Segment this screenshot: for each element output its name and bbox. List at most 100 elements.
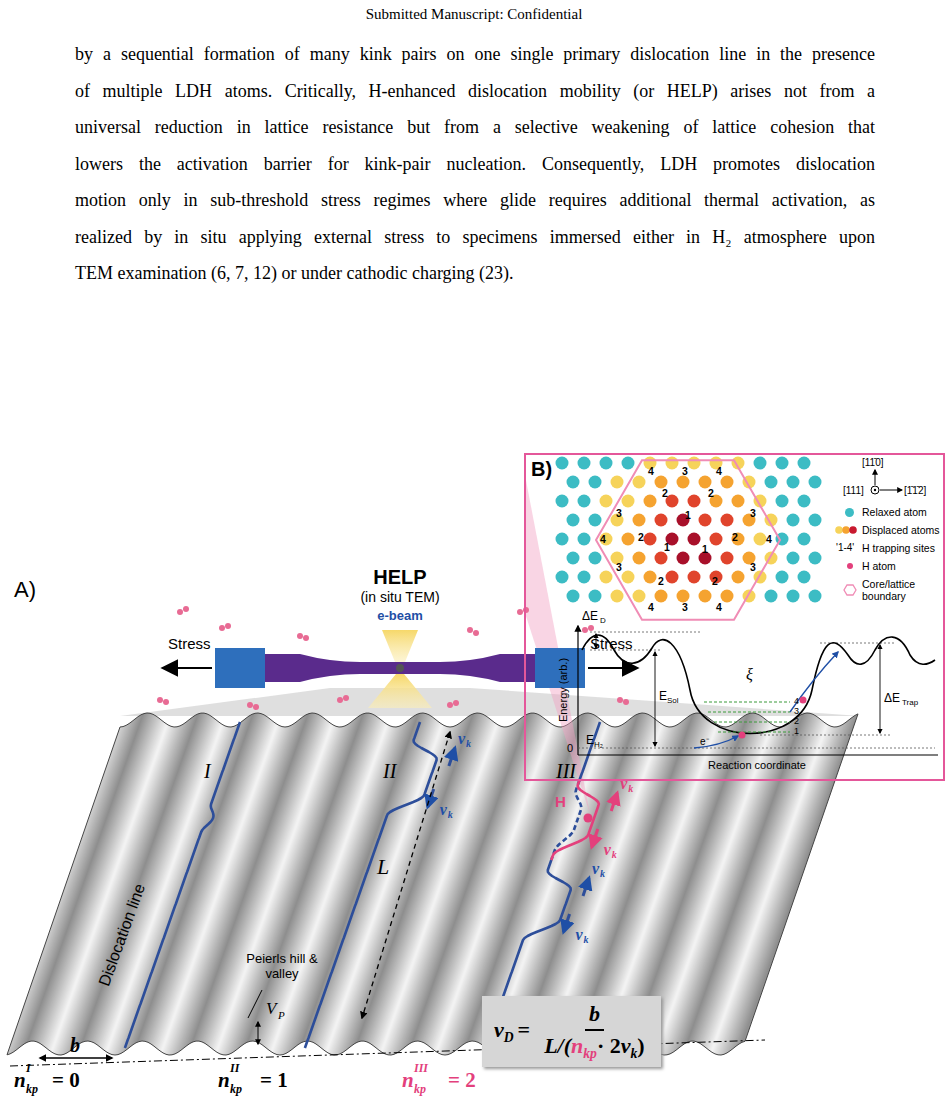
figure-label: 3 <box>616 562 622 574</box>
kink-pair-h <box>551 780 599 860</box>
figure-label: 3 <box>682 466 688 478</box>
figure-label: v <box>592 860 599 878</box>
legend-swatch <box>847 563 853 569</box>
figure-label: 2 <box>708 488 714 500</box>
lattice-atom <box>655 590 668 603</box>
legend-swatch <box>845 508 854 517</box>
lattice-atom <box>589 590 602 603</box>
lattice-atom <box>721 552 734 565</box>
figure-label: e⁻ <box>700 736 709 747</box>
lattice-atom <box>644 495 657 508</box>
figure-label: [1̄1̄2] <box>904 485 926 496</box>
lattice-atom <box>655 476 668 489</box>
lattice-atom <box>666 457 679 470</box>
formula-term: k <box>631 1046 638 1061</box>
vp-arrow <box>258 1022 259 1044</box>
formula-term: kp <box>583 1046 597 1061</box>
figure-label: = 2 <box>448 1069 476 1092</box>
figure-label: v <box>440 801 447 819</box>
lattice-atom <box>567 476 580 489</box>
lattice-atom <box>589 552 602 565</box>
lattice-atom <box>556 495 569 508</box>
body-text-line: TEM examination (6, 7, 12) or under cath… <box>75 263 875 285</box>
figure-label: E <box>586 734 594 747</box>
figure-label: 0 <box>567 742 573 754</box>
formula-term: L/( <box>544 1033 571 1058</box>
lattice-atom <box>622 571 635 584</box>
figure-label: kp <box>230 1083 242 1096</box>
kink-arrow <box>611 793 617 811</box>
kink-arrow <box>428 789 434 807</box>
lattice-atom <box>633 476 646 489</box>
figure-label: II <box>230 1062 239 1075</box>
lattice-atom <box>809 476 822 489</box>
figure-label: H₂ <box>594 741 603 750</box>
lattice-atom <box>776 457 789 470</box>
figure-label: n <box>402 1069 414 1092</box>
formula-box: vD=bL/(nkp· 2vk) <box>482 996 661 1067</box>
formula-term: v <box>494 1017 504 1042</box>
figure-label: 2 <box>712 576 718 588</box>
lattice-atom <box>787 590 800 603</box>
figure-label: Reaction coordinate <box>708 759 806 771</box>
body-text-line: motion only in sub-threshold stress regi… <box>75 190 875 212</box>
lattice-atom <box>677 590 690 603</box>
legend-text: Core/lattice boundary <box>862 578 942 602</box>
lattice-atom <box>732 495 745 508</box>
lattice-atom <box>556 533 569 546</box>
figure-label: A) <box>14 578 36 602</box>
lattice-atom <box>732 571 745 584</box>
lattice-atom <box>633 552 646 565</box>
figure-label: = 1 <box>260 1069 288 1092</box>
figure-label: Stress <box>168 636 211 653</box>
lattice-atom <box>611 590 624 603</box>
lattice-atom <box>710 533 723 546</box>
formula-term: · 2 <box>597 1033 621 1058</box>
figure-label: 1 <box>702 544 708 556</box>
lattice-atom <box>809 552 822 565</box>
lattice-atom <box>809 590 822 603</box>
figure-label: k <box>600 868 605 879</box>
lattice-atom <box>589 476 602 489</box>
figure-label: E <box>659 690 667 703</box>
dislocation-line <box>305 722 437 1048</box>
body-text-line: lowers the activation barrier for kink-p… <box>75 154 875 176</box>
figure-label: HELP <box>373 566 426 588</box>
figure-label: Trap <box>902 699 918 708</box>
lattice-atom <box>787 514 800 527</box>
figure-label: V <box>266 1000 276 1019</box>
formula-term: ) <box>637 1033 644 1058</box>
lattice-atom <box>787 552 800 565</box>
figure-label: 4 <box>600 534 606 546</box>
lattice-atom <box>567 514 580 527</box>
figure-label: Sol <box>667 697 679 706</box>
lattice-atom <box>688 457 701 470</box>
lattice-atom <box>600 457 613 470</box>
lattice-atom <box>633 514 646 527</box>
figure-label: n <box>218 1069 230 1092</box>
formula-term: = <box>518 1017 531 1042</box>
figure-label: III <box>414 1062 428 1075</box>
lattice-atom <box>721 514 734 527</box>
lattice-atom <box>578 457 591 470</box>
h-atom <box>584 814 593 823</box>
figure-label: 2 <box>662 488 668 500</box>
lattice-atom <box>622 457 635 470</box>
figure-label: II <box>383 760 396 782</box>
figure-label: 4 <box>716 602 722 614</box>
legend-text: Displaced atoms <box>862 524 942 536</box>
lattice-atom <box>655 552 668 565</box>
body-text-line: universal reduction in lattice resistanc… <box>75 117 875 139</box>
burgers-arrow <box>40 1057 112 1058</box>
figure-label: Stress <box>590 636 633 653</box>
figure-label: e-beam <box>377 609 423 623</box>
lattice-atom <box>622 533 635 546</box>
body-text-line: of multiple LDH atoms. Critically, H-enh… <box>75 81 875 103</box>
lattice-atom <box>578 533 591 546</box>
figure-label: k <box>448 809 453 820</box>
lattice-atom <box>754 457 767 470</box>
figure-label: = 0 <box>52 1069 80 1092</box>
figure-label: [111] <box>843 485 864 496</box>
figure-label: I <box>26 1062 31 1075</box>
